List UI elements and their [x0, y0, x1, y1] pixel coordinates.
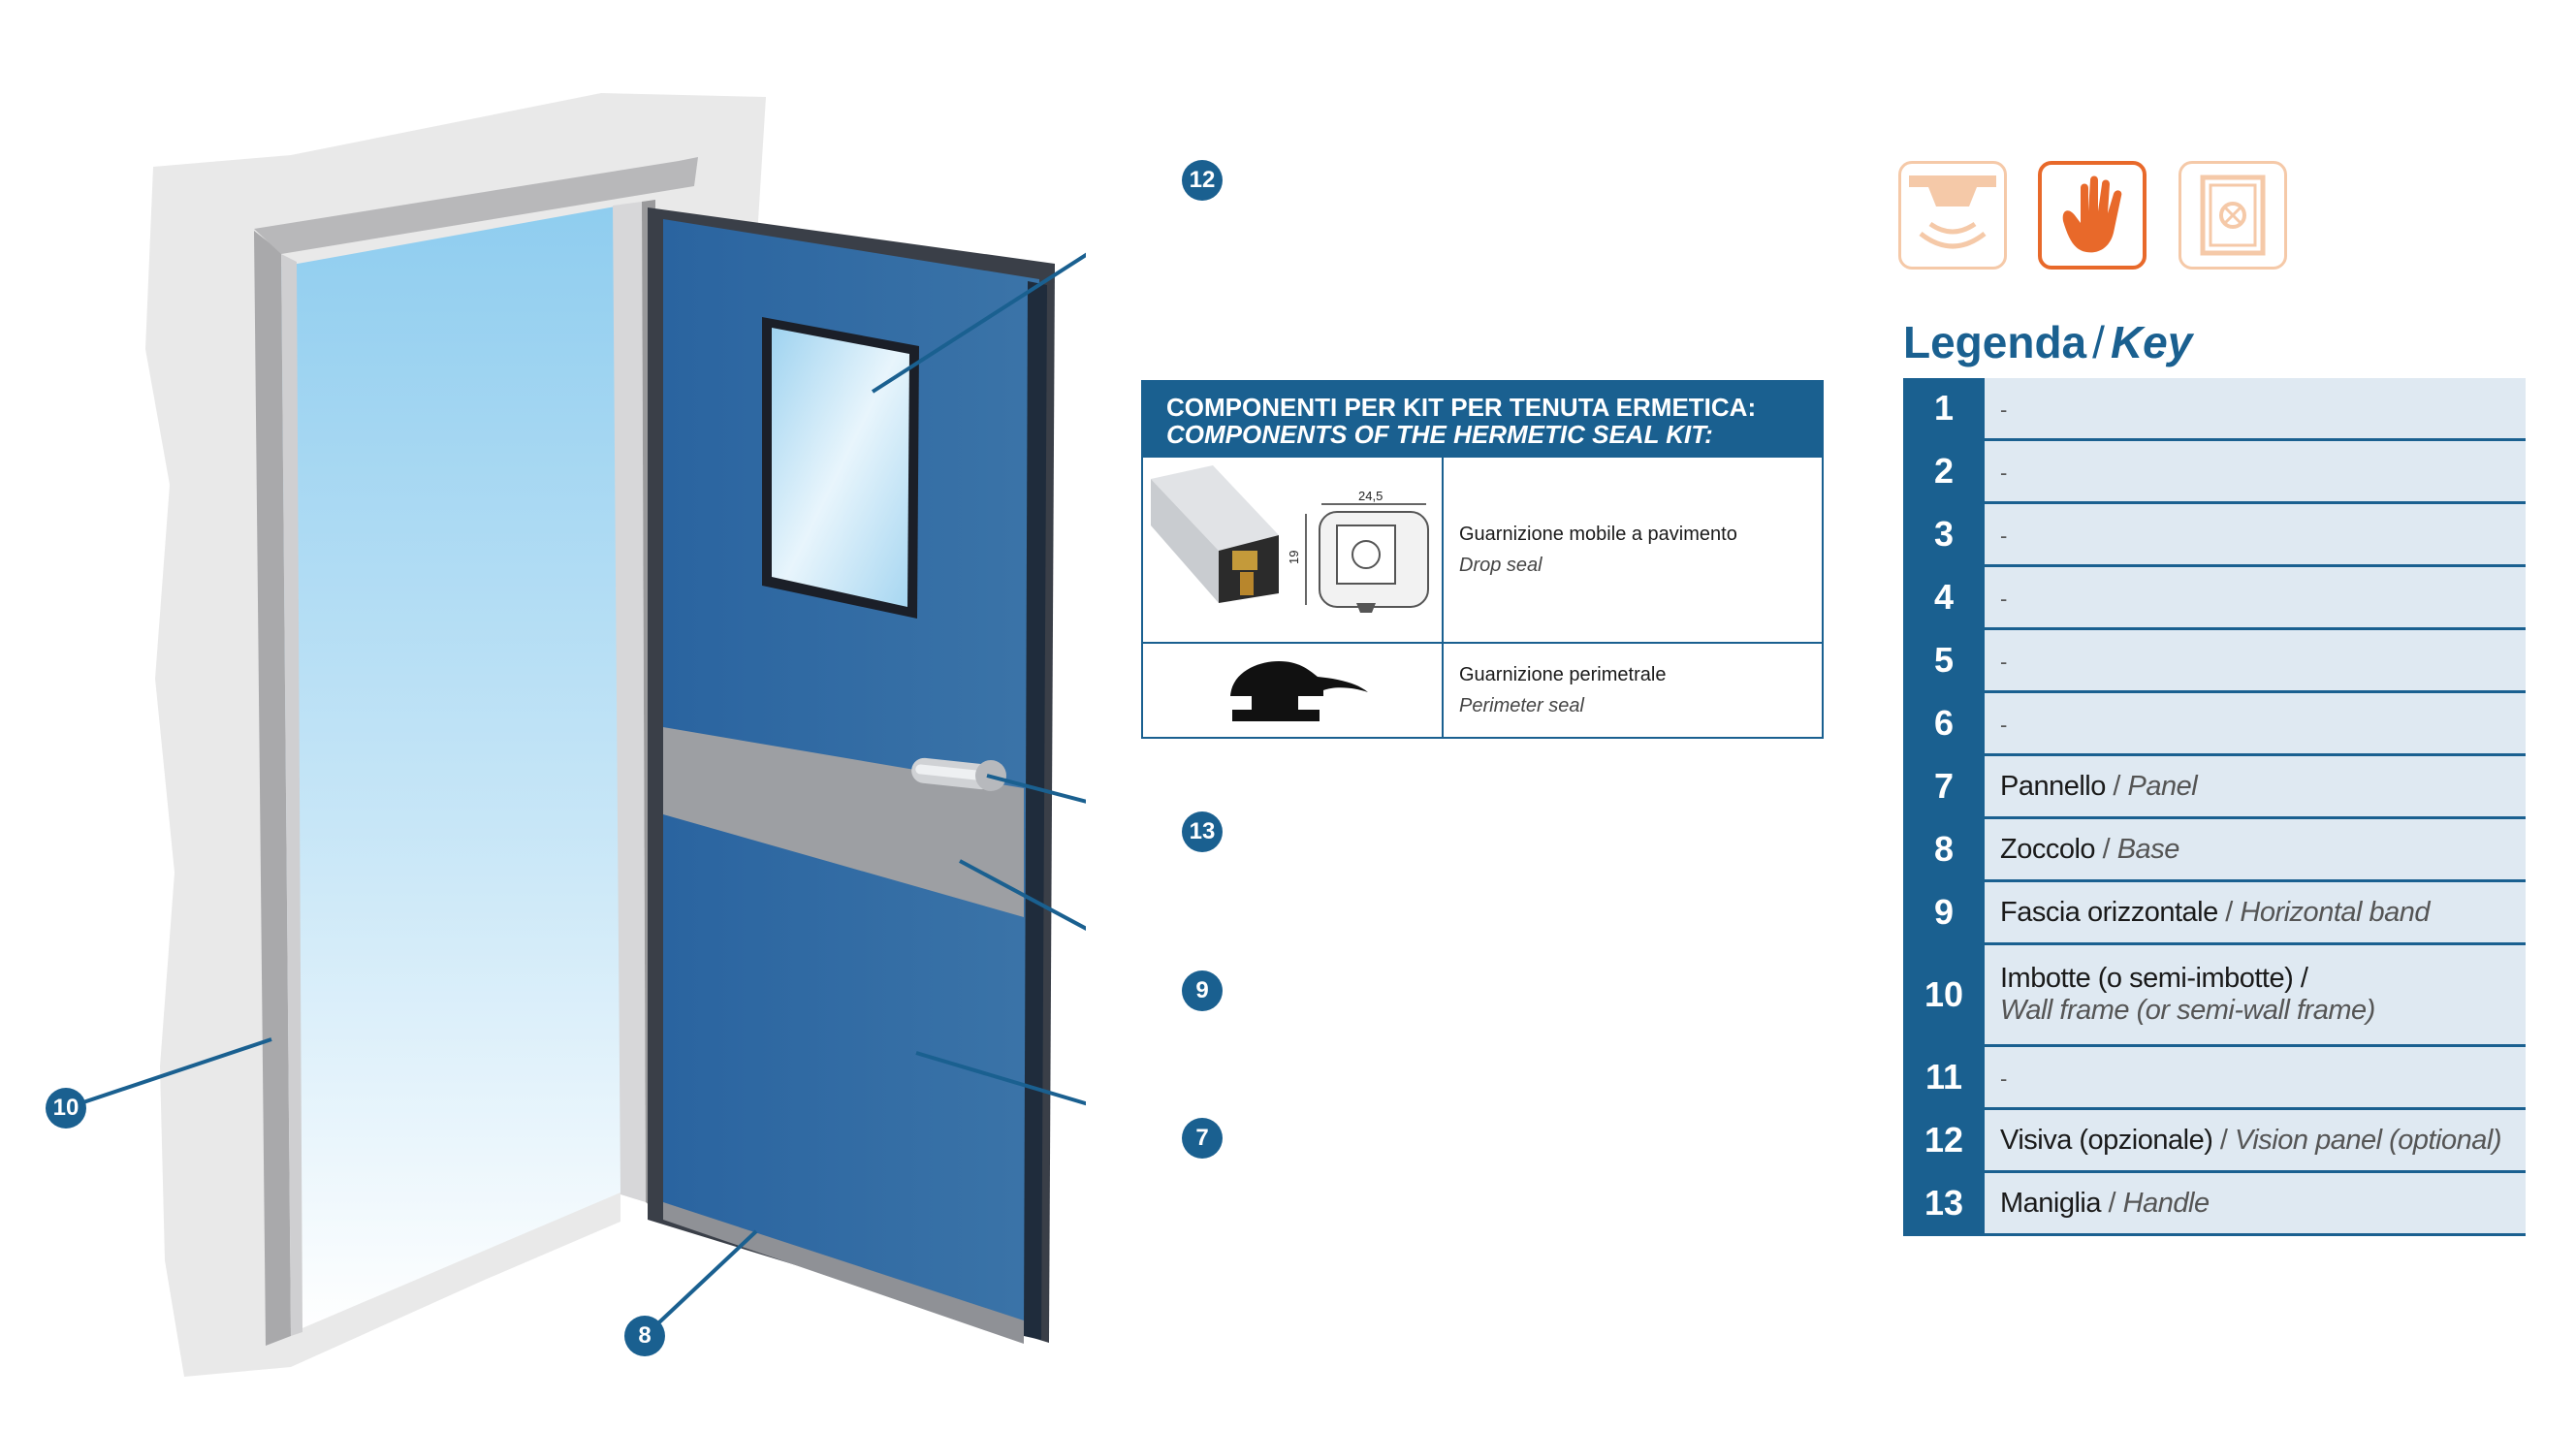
legend-text-it: Pannello [2000, 770, 2106, 802]
legend-row: 8 Zoccolo / Base [1903, 819, 2526, 882]
legend-text-it: Visiva (opzionale) [2000, 1124, 2213, 1156]
legend-row: 5- [1903, 630, 2526, 693]
legend-text-en: Handle [2122, 1187, 2210, 1219]
legend-title-it: Legenda [1903, 317, 2087, 367]
handle [911, 757, 1006, 791]
drop-seal-drawing: 24,5 19 [1151, 465, 1429, 613]
door-illustration [65, 93, 1086, 1377]
seal-kit-table: COMPONENTI PER KIT PER TENUTA ERMETICA: … [1141, 380, 1824, 739]
legend-text-it: Fascia orizzontale [2000, 896, 2218, 928]
legend-row: 11- [1903, 1047, 2526, 1110]
perimeter-seal-image [1143, 644, 1444, 737]
legend-row: 4- [1903, 567, 2526, 630]
base-kick-plate [663, 1202, 1024, 1344]
opening [281, 206, 620, 1333]
drop-seal-image: 24,5 19 [1143, 458, 1444, 642]
seal-kit-header: COMPONENTI PER KIT PER TENUTA ERMETICA: … [1143, 382, 1822, 456]
legend-number: 3 [1903, 504, 1985, 564]
legend-number: 12 [1903, 1110, 1985, 1170]
legend-number: 9 [1903, 882, 1985, 942]
legend-text-en: Horizontal band [2240, 896, 2431, 928]
hand-icon [2038, 161, 2147, 270]
legend-row: 3- [1903, 504, 2526, 567]
legend-number: 8 [1903, 819, 1985, 879]
dim-height: 19 [1287, 551, 1301, 564]
seal-kit-row: Guarnizione perimetrale Perimeter seal [1143, 642, 1822, 737]
perimeter-seal-drawing [1230, 661, 1368, 721]
legend-sep: / [2212, 1124, 2236, 1156]
left-jamb [254, 231, 291, 1346]
legend-row: 2- [1903, 441, 2526, 504]
legend-sep: / [2217, 896, 2241, 928]
legend-text: - [2000, 712, 2007, 737]
legend-text-en: Base [2116, 833, 2180, 865]
legend-sep: / [2095, 833, 2117, 865]
legend-text-it: Imbotte (o semi-imbotte) / [2000, 963, 2308, 994]
legend-number: 1 [1903, 378, 1985, 438]
perimeter-seal-label-it: Guarnizione perimetrale [1459, 664, 1667, 685]
legend-number: 10 [1903, 945, 1985, 1044]
callout-10: 10 [46, 1088, 86, 1129]
top-jamb [254, 157, 698, 254]
legend-text-it: Maniglia [2000, 1187, 2102, 1219]
seal-kit-header-it: COMPONENTI PER KIT PER TENUTA ERMETICA: [1166, 393, 1757, 422]
legend-row: 7 Pannello / Panel [1903, 756, 2526, 819]
legend-text: - [2000, 523, 2007, 548]
legend-number: 5 [1903, 630, 1985, 690]
legend-text: - [2000, 1065, 2007, 1091]
legend-title-en: Key [2110, 317, 2193, 367]
legend-text: - [2000, 460, 2007, 485]
legend-sep: / [2105, 770, 2128, 802]
seal-kit-header-en: COMPONENTS OF THE HERMETIC SEAL KIT: [1166, 420, 1713, 449]
drop-seal-text: Guarnizione mobile a pavimento Drop seal [1444, 458, 1822, 642]
perimeter-seal-label-en: Perimeter seal [1459, 695, 1584, 716]
drop-seal-label-it: Guarnizione mobile a pavimento [1459, 524, 1737, 545]
drop-seal-label-en: Drop seal [1459, 555, 1542, 576]
legend-row: 10 Imbotte (o semi-imbotte) /Wall frame (… [1903, 945, 2526, 1047]
legend-row: 9 Fascia orizzontale / Horizontal band [1903, 882, 2526, 945]
dim-width: 24,5 [1358, 489, 1383, 503]
safe-icon [2178, 161, 2287, 270]
legend-row: 13 Maniglia / Handle [1903, 1173, 2526, 1236]
legend-text-en: Panel [2127, 770, 2198, 802]
legend-sep: / [2101, 1187, 2123, 1219]
legend-row: 12 Visiva (opzionale) / Vision panel (opt… [1903, 1110, 2526, 1173]
legend-row: 1- [1903, 378, 2526, 441]
callout-13: 13 [1182, 811, 1223, 852]
sensor-icon [1898, 161, 2007, 270]
callout-8: 8 [624, 1316, 665, 1356]
callout-7: 7 [1182, 1118, 1223, 1159]
legend-number: 13 [1903, 1173, 1985, 1233]
callout-9: 9 [1182, 970, 1223, 1011]
legend-text-en: Vision panel (optional) [2235, 1124, 2501, 1156]
callout-12: 12 [1182, 160, 1223, 201]
legend-number: 6 [1903, 693, 1985, 753]
legend-title: Legenda/Key [1903, 316, 2192, 368]
legend-text: - [2000, 586, 2007, 611]
legend-text: - [2000, 649, 2007, 674]
legend-number: 2 [1903, 441, 1985, 501]
legend-text: - [2000, 397, 2007, 422]
perimeter-seal-text: Guarnizione perimetrale Perimeter seal [1444, 644, 1822, 737]
legend-row: 6- [1903, 693, 2526, 756]
legend-text-it: Zoccolo [2000, 833, 2096, 865]
legend-text-en: Wall frame (or semi-wall frame) [2000, 995, 2375, 1026]
seal-kit-row: 24,5 19 Guarnizione mobile a pavimento D… [1143, 456, 1822, 642]
legend-number: 4 [1903, 567, 1985, 627]
legend-number: 7 [1903, 756, 1985, 816]
legend-number: 11 [1903, 1047, 1985, 1107]
legend-title-sep: / [2092, 317, 2105, 367]
